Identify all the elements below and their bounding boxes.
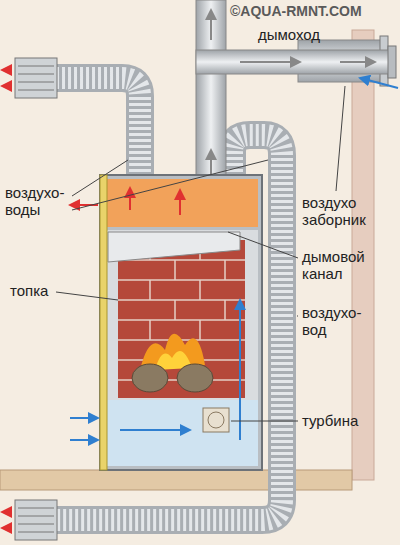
part-label: топка: [10, 282, 48, 299]
watermark: ©AQUA-RMNT.COM: [230, 3, 362, 19]
part-label: воздухо заборник: [302, 194, 366, 229]
part-label: воздухо- воды: [5, 184, 64, 219]
part-label: воздухо- вод: [302, 304, 361, 339]
part-label: дымовой канал: [302, 248, 365, 283]
part-label: дымоход: [258, 26, 320, 43]
part-label: турбина: [302, 412, 358, 429]
